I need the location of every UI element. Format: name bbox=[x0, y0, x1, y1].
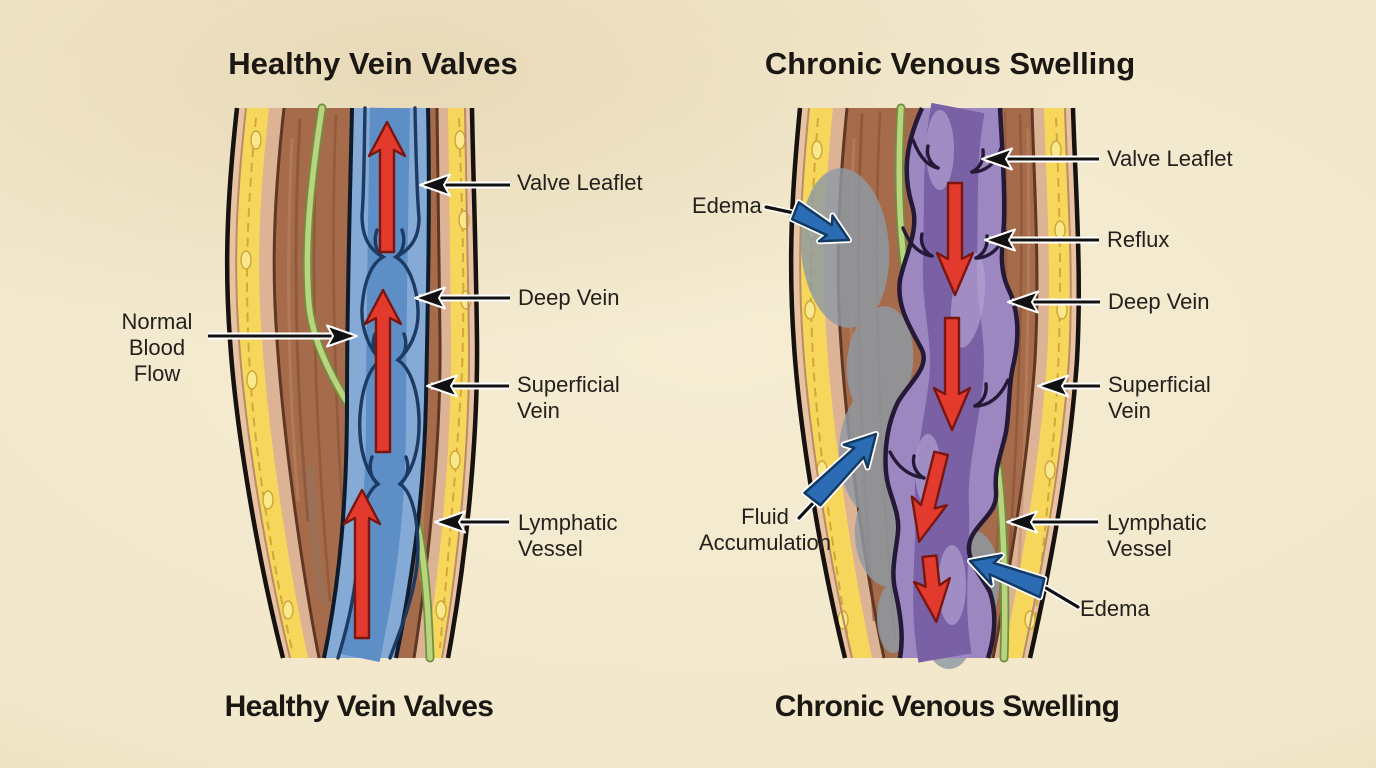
panel-title-bottom-right: Chronic Venous Swelling bbox=[774, 690, 1120, 723]
label-edema-top: Edema bbox=[692, 193, 762, 218]
leader-valve-leaflet bbox=[419, 173, 510, 197]
panel-title-top-right: Chronic Venous Swelling bbox=[764, 46, 1136, 81]
edema-arrow-top-icon bbox=[789, 199, 852, 245]
healthy-leg bbox=[224, 103, 480, 663]
label-deep-vein-right: Deep Vein bbox=[1108, 289, 1210, 314]
edema-connectors bbox=[762, 203, 1082, 611]
label-reflux: Reflux bbox=[1107, 227, 1170, 252]
leader-superficial-vein bbox=[426, 374, 509, 398]
label-superficial-vein-right: Superficial Vein bbox=[1108, 372, 1211, 423]
blood-flow-arrows-up bbox=[342, 120, 407, 640]
leader-reflux bbox=[984, 228, 1099, 252]
chronic-leg bbox=[788, 102, 1082, 669]
edema-arrow-bottom-icon bbox=[967, 552, 1048, 601]
leader-superficial-vein-r bbox=[1037, 374, 1100, 398]
leader-deep-vein bbox=[414, 286, 510, 310]
panel-title-bottom-left: Healthy Vein Valves bbox=[224, 690, 494, 723]
leader-normal-blood-flow bbox=[208, 324, 358, 348]
leader-lymphatic-vessel bbox=[434, 510, 509, 534]
fluid-accumulation-arrow-icon bbox=[801, 431, 879, 509]
lymphatic-vessel-line bbox=[302, 103, 435, 663]
leader-deep-vein-r bbox=[1007, 290, 1100, 314]
label-valve-leaflet-left: Valve Leaflet bbox=[517, 170, 643, 195]
label-lymphatic-vessel-right: Lymphatic Vessel bbox=[1107, 510, 1207, 561]
leader-lymphatic-vessel-r bbox=[1006, 510, 1098, 534]
label-valve-leaflet-right: Valve Leaflet bbox=[1107, 146, 1233, 171]
leader-lines-right bbox=[762, 147, 1100, 611]
label-normal-blood-flow: Normal Blood Flow bbox=[121, 309, 193, 386]
reflux-arrows-down bbox=[910, 181, 975, 624]
label-edema-bottom: Edema bbox=[1080, 596, 1150, 621]
label-fluid-accumulation: Fluid Accumulation bbox=[698, 504, 832, 555]
label-deep-vein-left: Deep Vein bbox=[518, 285, 620, 310]
label-superficial-vein-left: Superficial Vein bbox=[517, 372, 620, 423]
panel-title-top-left: Healthy Vein Valves bbox=[228, 46, 518, 81]
label-lymphatic-vessel-left: Lymphatic Vessel bbox=[518, 510, 618, 561]
healthy-deep-vein bbox=[322, 106, 431, 663]
leader-lines-left bbox=[208, 173, 510, 534]
leader-valve-leaflet-r bbox=[981, 147, 1099, 171]
chronic-deep-vein bbox=[883, 102, 1020, 663]
